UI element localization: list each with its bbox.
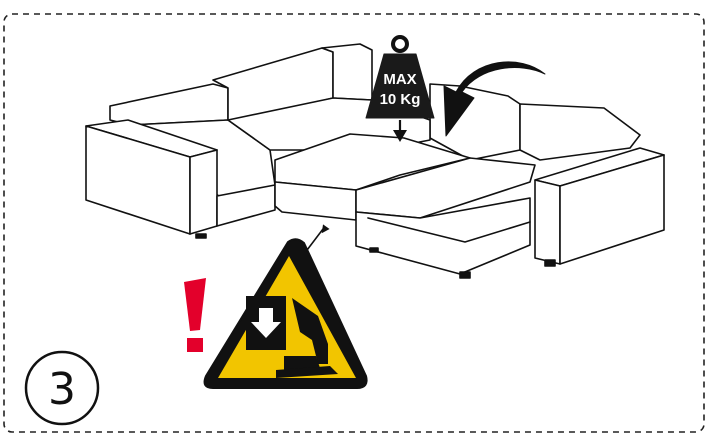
sofa-back-far-right <box>520 104 640 160</box>
sofa-back-left <box>110 84 228 125</box>
crush-hazard-warning-icon <box>205 239 367 388</box>
exclamation-icon <box>184 278 206 352</box>
sofa-back-right <box>430 84 520 160</box>
weight-limit-line2: 10 Kg <box>380 91 421 108</box>
weight-icon: MAX 10 Kg <box>366 37 434 118</box>
sofa-drawing <box>86 44 664 278</box>
sofa-arm-left-side <box>190 150 217 234</box>
step-number: 3 <box>48 364 76 415</box>
step-number-badge: 3 <box>26 352 98 424</box>
sofa-arm-right-front <box>535 180 560 264</box>
weight-limit-line1: MAX <box>383 71 416 88</box>
